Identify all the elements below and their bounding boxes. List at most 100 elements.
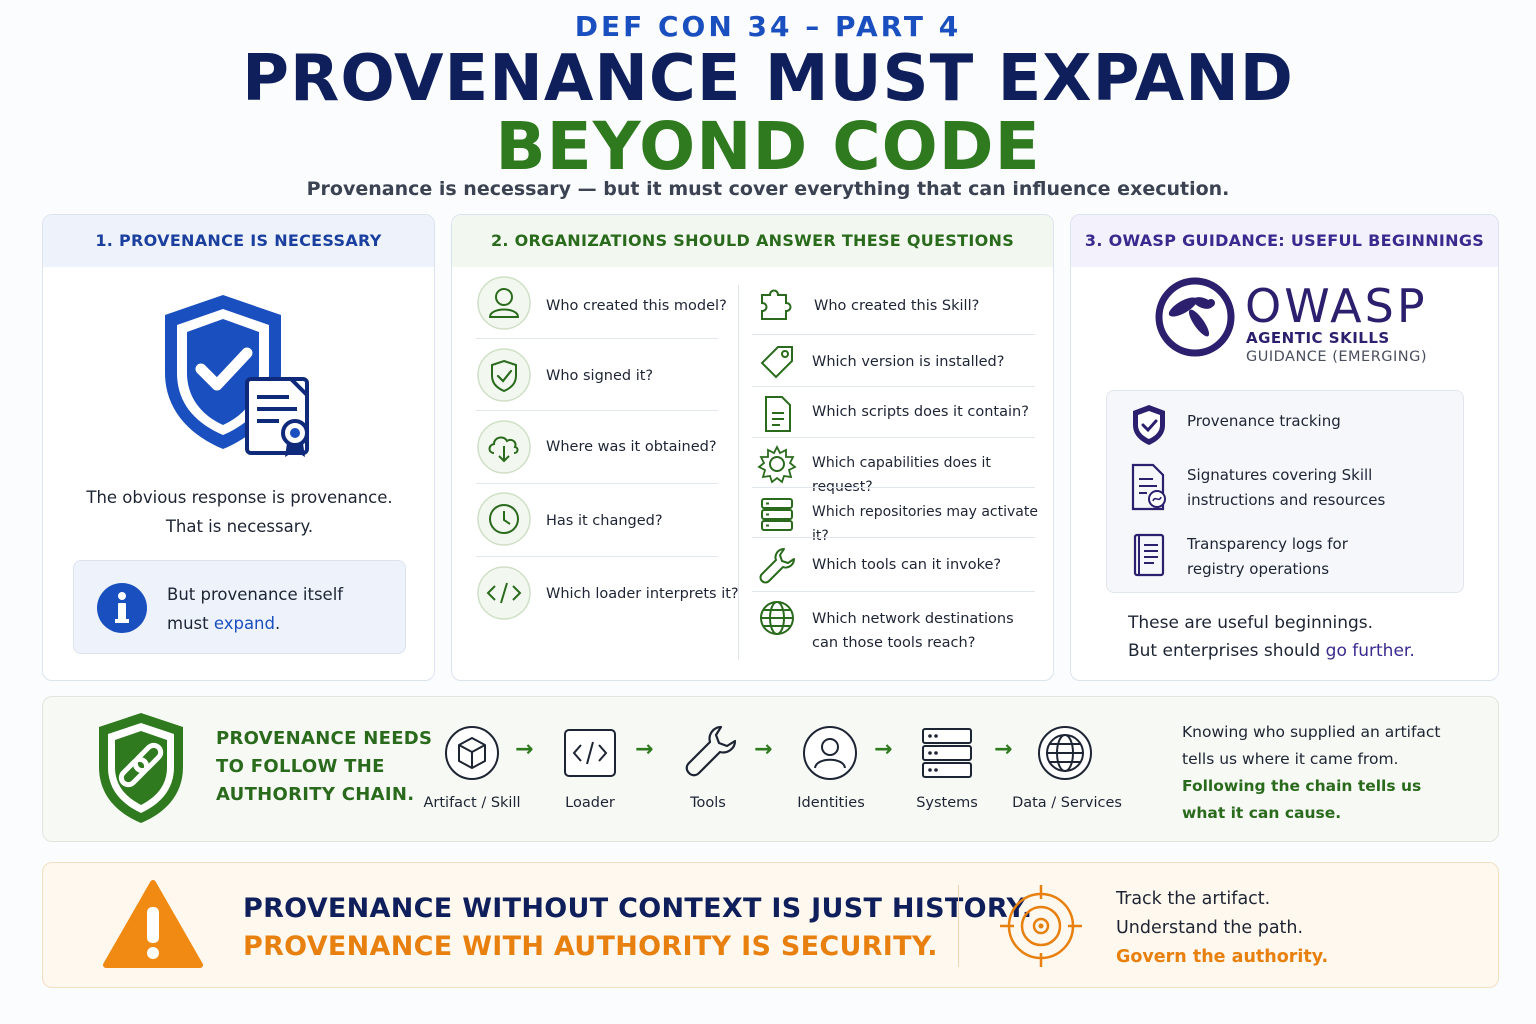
question-right-6: Which tools can it invoke? — [812, 557, 1002, 573]
chain-arrow: → — [754, 737, 773, 762]
code-window-icon — [564, 729, 616, 777]
panel3-footer-line2: But enterprises should go further. — [1128, 637, 1415, 665]
puzzle-icon — [761, 289, 792, 320]
banner-right-line2: Understand the path. — [1116, 918, 1304, 938]
wrench-icon — [759, 548, 795, 584]
chain-node-artifact: Artifact / Skill — [423, 795, 521, 811]
log-book-icon — [1133, 533, 1165, 577]
user-icon — [477, 276, 531, 330]
chain-text-line4: what it can cause. — [1182, 804, 1342, 822]
chain-title-line1: PROVENANCE NEEDS — [216, 728, 433, 749]
page-subtitle: Provenance is necessary — but it must co… — [306, 178, 1230, 200]
question-left-2: Who signed it? — [546, 368, 654, 384]
guidance-item-2-line2: instructions and resources — [1187, 491, 1386, 509]
shield-link-icon — [99, 713, 183, 823]
globe-icon — [1038, 726, 1092, 780]
panel3-footer-prefix: But enterprises should — [1128, 641, 1326, 661]
chain-arrow: → — [994, 737, 1013, 762]
chain-node-identities: Identities — [797, 795, 865, 811]
chain-text-line2: tells us where it came from. — [1182, 750, 1399, 768]
kicker: DEF CON 34 – PART 4 — [574, 10, 962, 43]
panel3-heading: 3. OWASP GUIDANCE: USEFUL BEGINNINGS — [1071, 215, 1498, 267]
chain-arrow: → — [635, 737, 654, 762]
column-divider — [738, 285, 739, 660]
shield-check-icon — [477, 348, 531, 402]
user-icon — [803, 726, 857, 780]
guidance-list: Provenance tracking Signatures covering … — [1106, 390, 1464, 593]
guidance-item-2: Signatures covering Skill instructions a… — [1187, 463, 1385, 513]
question-right-7: Which network destinations can those too… — [812, 607, 1014, 655]
chain-node-data-services: Data / Services — [1012, 795, 1122, 811]
banner-right-line1: Track the artifact. — [1116, 889, 1271, 909]
chain-text-line1: Knowing who supplied an artifact — [1182, 723, 1441, 741]
question-left-4: Has it changed? — [546, 513, 663, 529]
gear-icon — [757, 444, 797, 484]
row-divider — [752, 591, 1035, 592]
wrench-icon — [685, 725, 737, 777]
panel-questions: 2. ORGANIZATIONS SHOULD ANSWER THESE QUE… — [451, 214, 1054, 681]
info-note-line1: But provenance itself — [167, 585, 344, 604]
panel3-footer-highlight: go further. — [1325, 641, 1415, 661]
banner-divider — [958, 885, 959, 967]
info-note-line2: must expand. — [167, 609, 343, 638]
server-icon — [761, 498, 793, 531]
guidance-item-3-line1: Transparency logs for — [1187, 535, 1348, 553]
guidance-item-3: Transparency logs for registry operation… — [1187, 532, 1348, 582]
guidance-item-1: Provenance tracking — [1187, 412, 1341, 430]
owasp-wordmark: OWASP — [1245, 279, 1428, 333]
authority-chain-panel: PROVENANCE NEEDS TO FOLLOW THE AUTHORITY… — [42, 696, 1499, 842]
guidance-item-2-line1: Signatures covering Skill — [1187, 466, 1373, 484]
chain-node-tools: Tools — [690, 795, 726, 811]
row-divider — [752, 487, 1035, 488]
cube-icon — [445, 726, 499, 780]
banner-right-text: Track the artifact. Understand the path.… — [1116, 885, 1328, 972]
chain-title: PROVENANCE NEEDS TO FOLLOW THE AUTHORITY… — [216, 725, 432, 809]
row-divider — [752, 537, 1035, 538]
question-right-2: Which version is installed? — [812, 354, 1005, 370]
document-icon — [765, 396, 791, 432]
info-note-text: But provenance itself must expand. — [167, 580, 343, 638]
cloud-download-icon — [477, 420, 531, 474]
info-note: But provenance itself must expand. — [73, 560, 406, 654]
question-right-4: Which capabilities does it request? — [812, 455, 991, 495]
row-divider — [752, 437, 1035, 438]
panel1-text-line1: The obvious response is provenance. — [86, 488, 393, 507]
row-divider — [476, 410, 718, 411]
target-icon — [1000, 885, 1082, 967]
banner-line2: PROVENANCE WITH AUTHORITY IS SECURITY. — [243, 931, 938, 962]
panel1-text: The obvious response is provenance. That… — [43, 483, 434, 541]
shield-check-icon — [1133, 405, 1165, 445]
globe-icon — [760, 601, 794, 635]
question-right-3: Which scripts does it contain? — [812, 404, 1029, 420]
row-divider — [752, 334, 1035, 335]
page-title-line2: BEYOND CODE — [495, 108, 1041, 185]
chain-explanation: Knowing who supplied an artifact tells u… — [1182, 719, 1441, 827]
row-divider — [476, 483, 718, 484]
code-icon — [477, 566, 531, 620]
warning-icon — [103, 880, 203, 968]
shield-certificate-icon — [165, 295, 309, 457]
panel-provenance-necessary: 1. PROVENANCE IS NECESSARY The obvious r… — [42, 214, 435, 681]
clock-icon — [477, 492, 531, 546]
chain-arrow: → — [874, 737, 893, 762]
guidance-item-3-line2: registry operations — [1187, 560, 1330, 578]
question-right-7-line1: Which network destinations — [812, 611, 1014, 627]
panel-owasp-guidance: 3. OWASP GUIDANCE: USEFUL BEGINNINGS OWA… — [1070, 214, 1499, 681]
question-left-5: Which loader interprets it? — [546, 586, 739, 602]
banner-right-line3: Govern the authority. — [1116, 947, 1329, 967]
conclusion-banner: PROVENANCE WITHOUT CONTEXT IS JUST HISTO… — [42, 862, 1499, 988]
panel1-text-line2: That is necessary. — [165, 517, 314, 536]
info-note-suffix: . — [275, 614, 281, 633]
question-right-7-line2: can those tools reach? — [812, 635, 976, 651]
info-note-prefix: must — [167, 614, 214, 633]
page-title-line1: PROVENANCE MUST EXPAND — [242, 42, 1294, 116]
panel3-footer: These are useful beginnings. But enterpr… — [1128, 609, 1415, 665]
panel3-footer-line1: These are useful beginnings. — [1128, 613, 1374, 633]
info-icon — [97, 583, 147, 633]
chain-title-line3: AUTHORITY CHAIN. — [216, 784, 415, 805]
question-left-3: Where was it obtained? — [546, 439, 717, 455]
server-stack-icon — [922, 728, 972, 778]
chain-arrow: → — [515, 737, 534, 762]
chain-node-systems: Systems — [916, 795, 978, 811]
row-divider — [476, 338, 718, 339]
